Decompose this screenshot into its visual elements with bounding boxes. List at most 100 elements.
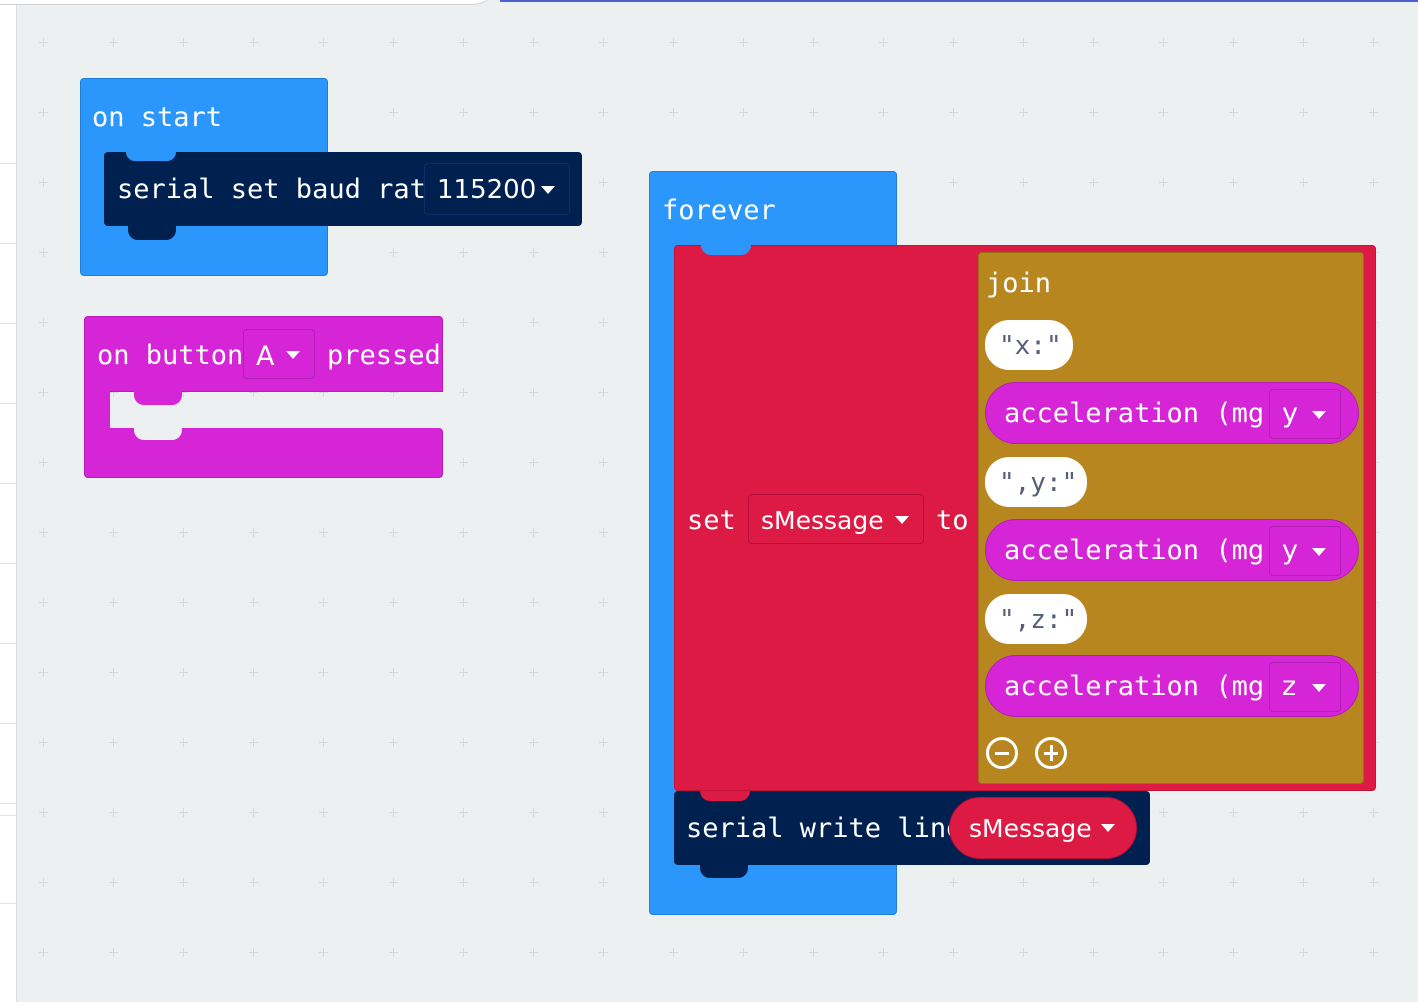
grid-mark: [389, 598, 398, 607]
axis-dropdown-3[interactable]: z: [1269, 662, 1341, 712]
grid-mark: [39, 38, 48, 47]
grid-mark: [599, 458, 608, 467]
axis-dropdown-2[interactable]: y: [1269, 526, 1341, 576]
button-select-value: A: [256, 341, 275, 372]
minus-circle-icon[interactable]: [986, 737, 1018, 769]
chevron-down-icon: [895, 516, 909, 524]
grid-mark: [1159, 948, 1168, 957]
string-z-text: ",z:": [999, 605, 1078, 635]
grid-mark: [949, 878, 958, 887]
grid-mark: [459, 108, 468, 117]
join-block[interactable]: join "x:" acceleration (mg) y ",y:" acce…: [978, 252, 1364, 784]
grid-mark: [389, 738, 398, 747]
grid-mark: [1159, 878, 1168, 887]
grid-mark: [529, 808, 538, 817]
axis-dropdown-1[interactable]: y: [1269, 389, 1341, 439]
grid-mark: [1299, 878, 1308, 887]
block-notch: [701, 245, 751, 255]
grid-mark: [109, 528, 118, 537]
grid-mark: [249, 738, 258, 747]
grid-mark: [39, 248, 48, 257]
grid-mark: [1369, 178, 1378, 187]
grid-mark: [39, 738, 48, 747]
grid-mark: [1019, 948, 1028, 957]
grid-mark: [319, 668, 328, 677]
set-variable-block[interactable]: set sMessage to join "x:" acceleration (…: [674, 245, 1376, 791]
grid-mark: [459, 458, 468, 467]
grid-mark: [1299, 108, 1308, 117]
acceleration-y-block-2[interactable]: acceleration (mg) y: [985, 519, 1359, 581]
grid-mark: [1369, 108, 1378, 117]
set-variable-name: sMessage: [761, 506, 884, 535]
grid-mark: [319, 388, 328, 397]
grid-mark: [39, 388, 48, 397]
grid-mark: [39, 318, 48, 327]
grid-mark: [1229, 808, 1238, 817]
grid-mark: [179, 948, 188, 957]
grid-mark: [1369, 808, 1378, 817]
grid-mark: [39, 808, 48, 817]
grid-mark: [599, 808, 608, 817]
grid-mark: [669, 948, 678, 957]
grid-mark: [1019, 878, 1028, 887]
grid-mark: [949, 38, 958, 47]
on-button-arm: [84, 391, 110, 431]
on-start-label: on start: [92, 102, 223, 133]
block-tab: [128, 226, 176, 240]
grid-mark: [319, 738, 328, 747]
grid-mark: [879, 108, 888, 117]
grid-mark: [1299, 178, 1308, 187]
grid-mark: [1089, 38, 1098, 47]
grid-mark: [949, 948, 958, 957]
button-select-dropdown[interactable]: A: [243, 329, 315, 379]
grid-mark: [459, 668, 468, 677]
grid-mark: [1229, 38, 1238, 47]
set-label: set: [687, 505, 736, 536]
on-button-notch: [134, 391, 182, 405]
serial-set-baud-rate-block[interactable]: serial set baud rate 115200: [104, 152, 582, 226]
string-y-text: ",y:": [999, 468, 1078, 498]
axis-value-1: y: [1282, 398, 1298, 429]
serial-write-line-block[interactable]: serial write line sMessage: [674, 791, 1150, 865]
grid-mark: [1089, 878, 1098, 887]
grid-mark: [739, 108, 748, 117]
serial-write-variable[interactable]: sMessage: [949, 797, 1137, 859]
grid-mark: [529, 668, 538, 677]
grid-mark: [249, 808, 258, 817]
grid-mark: [529, 388, 538, 397]
acceleration-y-block-1[interactable]: acceleration (mg) y: [985, 382, 1359, 444]
grid-mark: [179, 668, 188, 677]
grid-mark: [879, 948, 888, 957]
grid-mark: [179, 38, 188, 47]
grid-mark: [529, 108, 538, 117]
grid-mark: [319, 878, 328, 887]
string-x-pill[interactable]: "x:": [985, 320, 1073, 370]
workspace-tab-edge: [0, 0, 500, 4]
grid-mark: [949, 108, 958, 117]
set-variable-dropdown[interactable]: sMessage: [748, 494, 924, 544]
acceleration-z-block[interactable]: acceleration (mg) z: [985, 655, 1359, 717]
grid-mark: [949, 178, 958, 187]
serial-write-variable-name: sMessage: [969, 814, 1092, 843]
string-y-pill[interactable]: ",y:": [985, 457, 1087, 507]
plus-circle-icon[interactable]: [1035, 737, 1067, 769]
grid-mark: [529, 948, 538, 957]
string-z-pill[interactable]: ",z:": [985, 594, 1087, 644]
block-notch: [700, 791, 750, 801]
grid-mark: [599, 318, 608, 327]
grid-mark: [389, 528, 398, 537]
chevron-down-icon: [1101, 824, 1115, 832]
grid-mark: [109, 38, 118, 47]
baud-rate-dropdown[interactable]: 115200: [424, 163, 570, 215]
grid-mark: [809, 108, 818, 117]
block-notch: [126, 152, 176, 161]
grid-mark: [669, 38, 678, 47]
grid-mark: [39, 458, 48, 467]
grid-mark: [319, 598, 328, 607]
serial-write-label: serial write line: [686, 813, 963, 844]
grid-mark: [39, 668, 48, 677]
on-button-label: on button: [97, 340, 244, 371]
grid-mark: [809, 38, 818, 47]
to-label: to: [936, 505, 969, 536]
on-button-pressed-block[interactable]: on button A pressed: [84, 316, 443, 392]
